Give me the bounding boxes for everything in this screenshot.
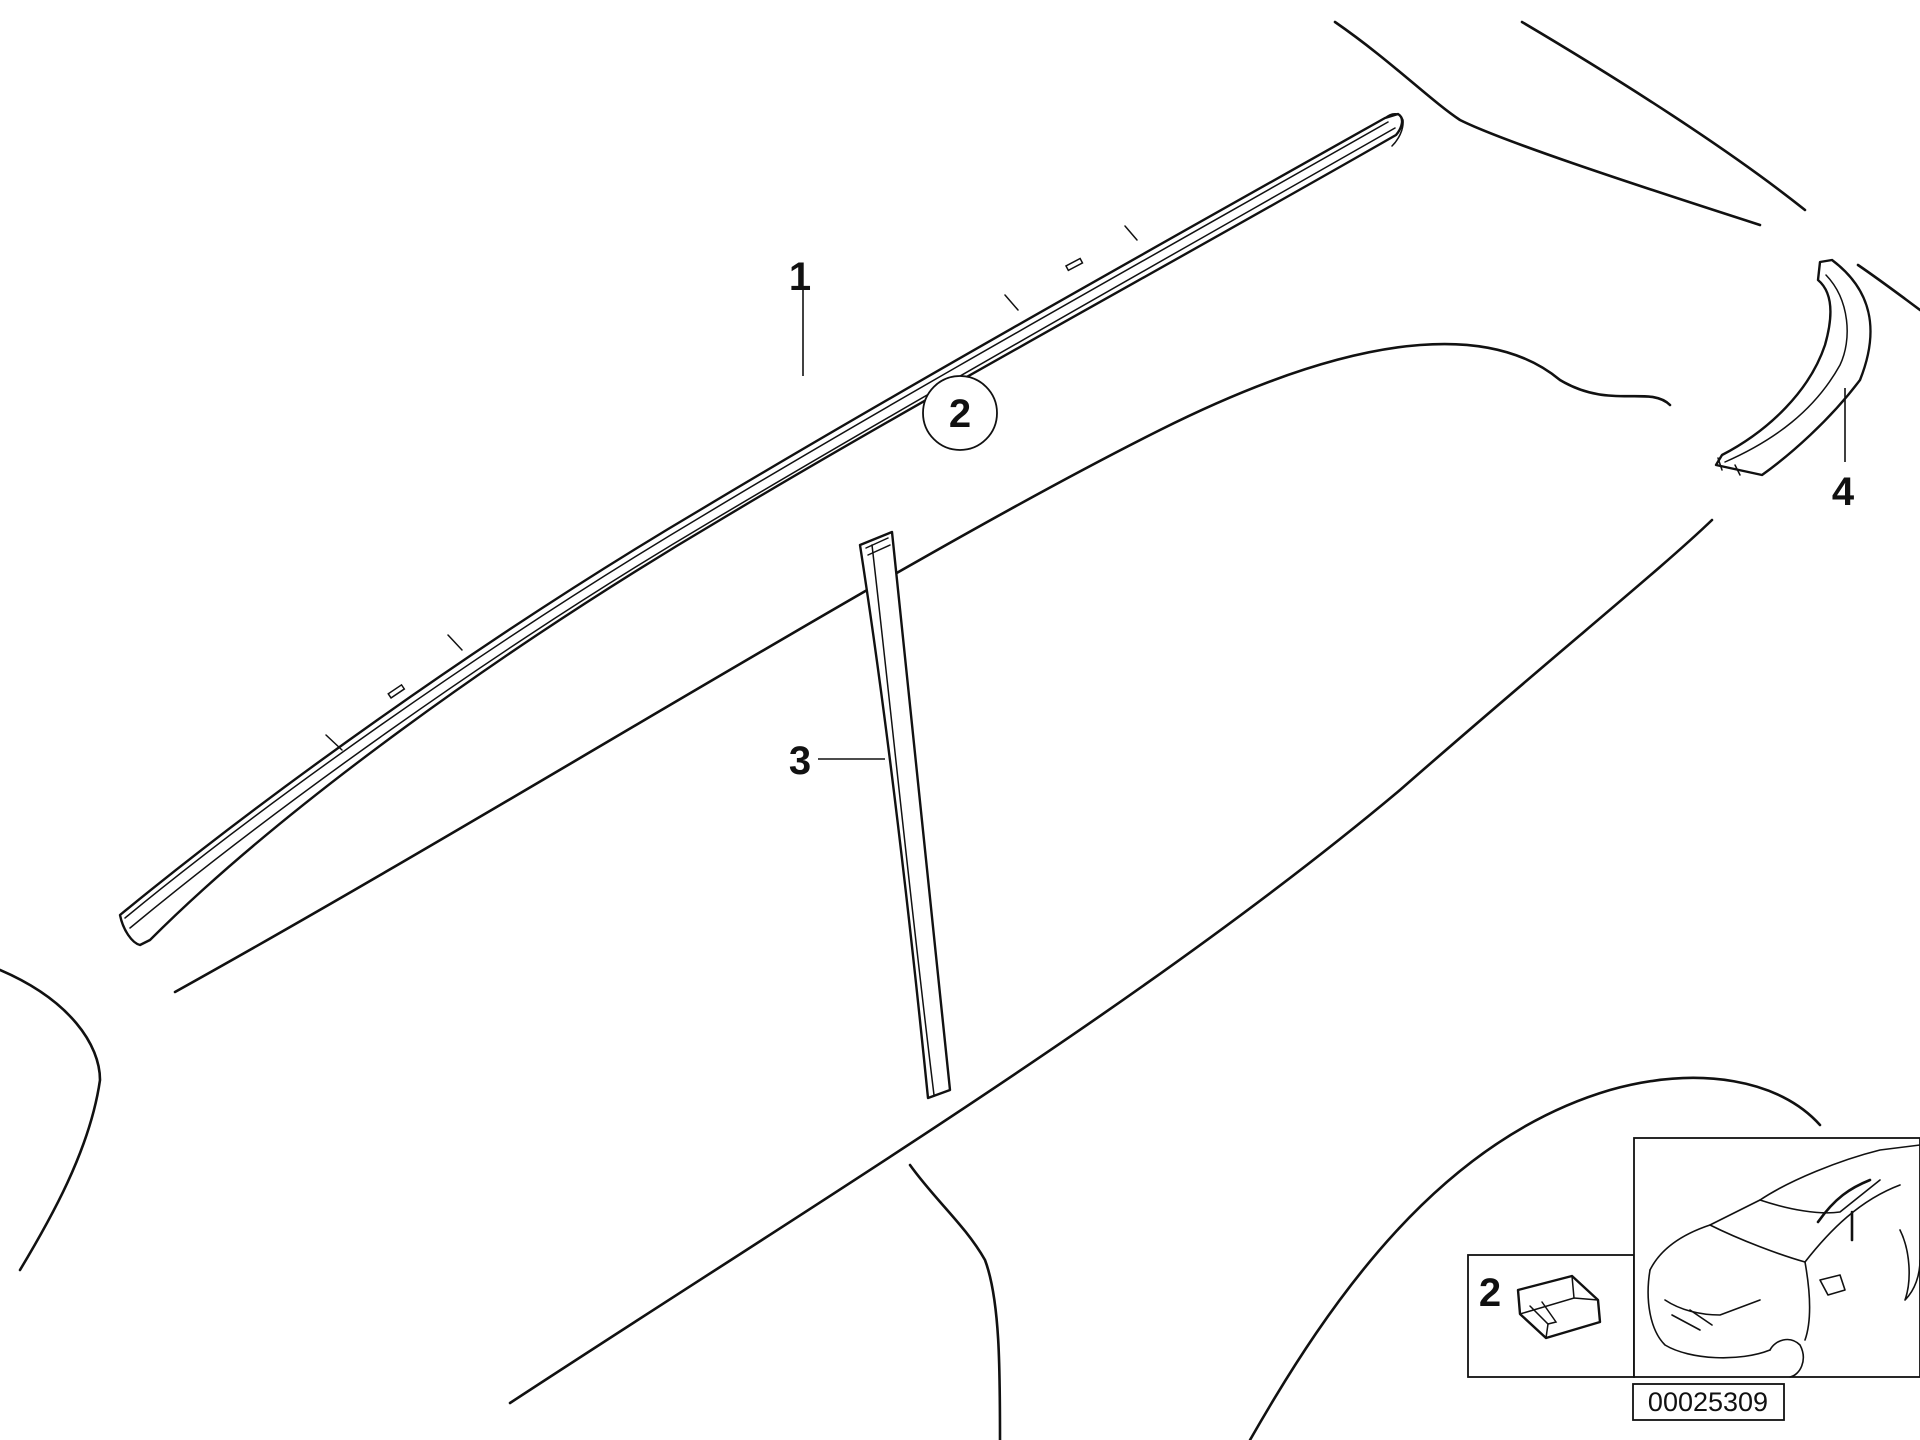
- rear-window-edge-line: [1856, 263, 1920, 312]
- belt-line: [508, 518, 1714, 1405]
- rear-window-moulding-end: [1717, 457, 1741, 476]
- car-body-outline: [0, 20, 1920, 1440]
- pillar-moulding-top-detail: [865, 537, 891, 556]
- callout-2-circle: [922, 375, 998, 451]
- roof-moulding-segment-2: [447, 634, 463, 651]
- callout-4: 4: [1832, 470, 1855, 514]
- pillar-moulding-inner-line: [871, 544, 935, 1096]
- callouts: 1 2 3 4: [789, 255, 1855, 783]
- reference-number: 00025309: [1648, 1387, 1768, 1417]
- car-thumbnail-icon: [1647, 1144, 1920, 1378]
- clip-inset: 2: [1467, 1254, 1635, 1378]
- reference-number-box: [1632, 1383, 1785, 1421]
- callout-2: 2: [949, 392, 971, 436]
- roof-moulding-slot-1: [387, 683, 406, 700]
- clip-inset-label: 2: [1479, 1271, 1501, 1315]
- rear-window-moulding: [1714, 258, 1872, 477]
- roof-moulding-slot-2: [1064, 257, 1084, 272]
- car-overview-box: [1633, 1137, 1920, 1378]
- roof-moulding: [118, 112, 1404, 947]
- clip-icon: [1516, 1274, 1602, 1340]
- roof-moulding-end-cap: [1384, 113, 1404, 147]
- rear-window-moulding-inner-line: [1724, 274, 1848, 463]
- rear-wheel-arch: [1248, 1076, 1822, 1440]
- pillar-moulding: [858, 530, 952, 1100]
- door-gap-line: [908, 1163, 1002, 1440]
- reference-number-block: 00025309: [1632, 1383, 1785, 1421]
- car-overview-inset: [1633, 1137, 1920, 1378]
- callout-3: 3: [789, 739, 811, 783]
- roof-rear-line: [1520, 20, 1807, 212]
- pillar-moulding-body: [858, 530, 952, 1100]
- roof-moulding-segment-1: [325, 734, 343, 751]
- leader-lines: [802, 288, 1846, 760]
- roof-moulding-inner-line: [129, 127, 1396, 929]
- rear-window-moulding-body: [1714, 258, 1872, 477]
- roof-moulding-segment-3: [1004, 294, 1019, 311]
- callout-1: 1: [789, 255, 811, 299]
- roof-moulding-segment-4: [1124, 225, 1138, 241]
- roof-moulding-edge-line: [124, 121, 1389, 919]
- front-fender-curve: [0, 968, 102, 1272]
- roof-outer-line: [1333, 20, 1762, 227]
- roof-moulding-body: [118, 112, 1404, 947]
- window-frame-top-line: [173, 342, 1672, 994]
